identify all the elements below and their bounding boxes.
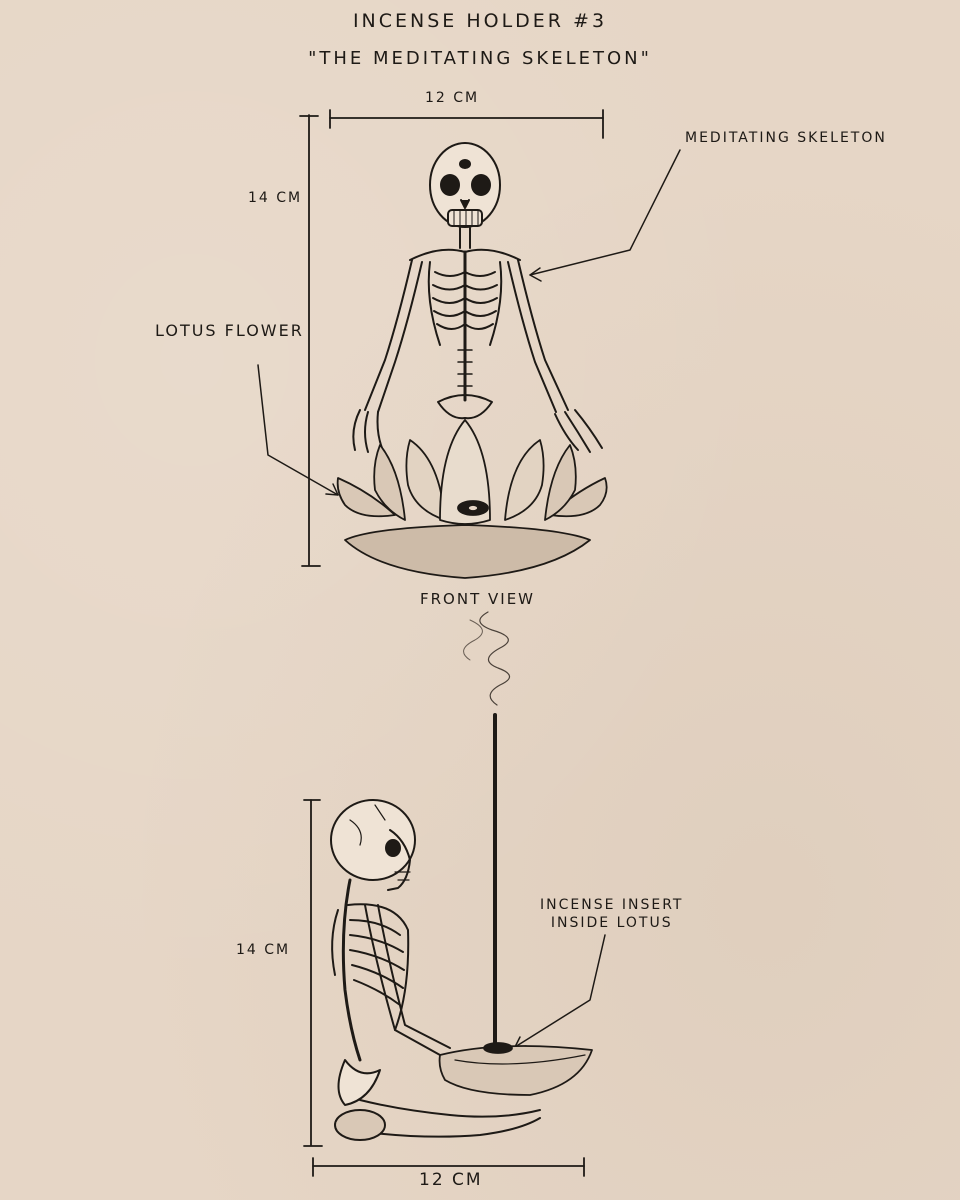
front-skeleton-drawing xyxy=(352,142,603,453)
front-view-label: FRONT VIEW xyxy=(420,590,536,608)
page-subtitle: "THE MEDITATING SKELETON" xyxy=(308,48,652,69)
incense-callout-line2: INSIDE LOTUS xyxy=(550,915,673,931)
front-height-dimension xyxy=(299,114,321,567)
side-height-label: 14 CM xyxy=(236,942,291,958)
side-height-dimension xyxy=(303,799,323,1147)
page-title: INCENSE HOLDER #3 xyxy=(352,10,608,32)
incense-callout-line1: INCENSE INSERT xyxy=(540,897,684,913)
side-lotus-drawing xyxy=(438,1042,593,1096)
skeleton-callout-arrow xyxy=(529,149,681,282)
meditating-skeleton-callout: MEDITATING SKELETON xyxy=(685,130,887,146)
incense-callout-arrow xyxy=(514,934,606,1048)
front-lotus-drawing xyxy=(336,419,608,579)
side-width-label: 12 CM xyxy=(419,1170,483,1190)
front-width-dimension xyxy=(329,109,604,139)
incense-stick-drawing xyxy=(463,611,511,1047)
side-skeleton-drawing xyxy=(330,799,541,1141)
side-width-dimension xyxy=(312,1157,585,1177)
incense-insert-callout: INCENSE INSERT INSIDE LOTUS xyxy=(540,896,683,932)
front-height-label: 14 CM xyxy=(248,190,303,206)
lotus-flower-callout: LOTUS FLOWER xyxy=(155,321,304,340)
front-width-label: 12 CM xyxy=(425,90,480,106)
lotus-callout-arrow xyxy=(257,364,339,496)
